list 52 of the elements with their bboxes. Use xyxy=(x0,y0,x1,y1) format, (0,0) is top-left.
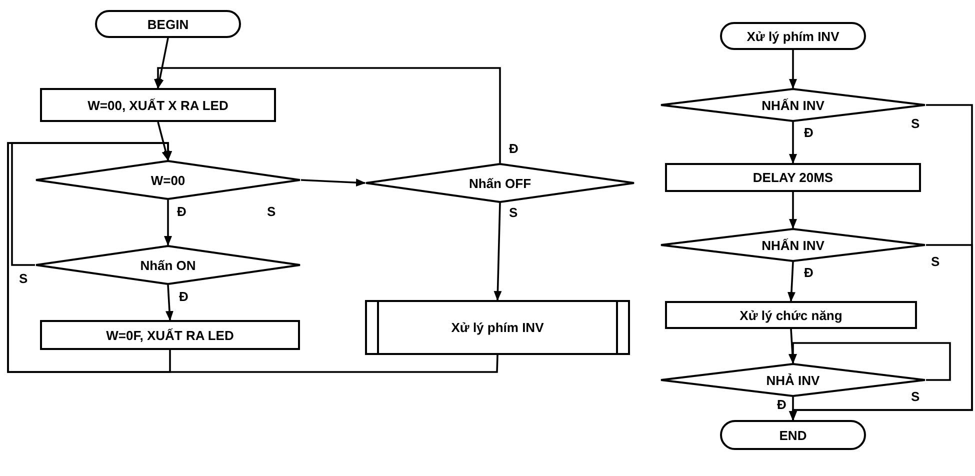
terminal-shape xyxy=(720,22,866,50)
node-label: Xử lý phím INV xyxy=(746,30,840,42)
edge-label: Đ xyxy=(803,126,814,139)
edge-label: S xyxy=(266,205,277,218)
flow-arrow xyxy=(7,142,498,373)
flow-arrow xyxy=(787,262,796,302)
flow-arrow xyxy=(157,122,170,161)
edge-label: Đ xyxy=(508,142,520,155)
node-label: Nhấn OFF xyxy=(468,176,532,190)
subroutine-box xyxy=(365,300,630,355)
node-label: Xử lý chức năng xyxy=(740,308,842,322)
node-label: W=0F, XUẤT RA LED xyxy=(106,328,234,342)
node-label: NHẢ INV xyxy=(766,374,820,386)
edge-label: S xyxy=(18,272,29,285)
edge-label: Đ xyxy=(776,398,788,411)
flow-arrow xyxy=(789,50,797,89)
node-label: BEGIN xyxy=(147,18,189,30)
edge-label: S xyxy=(910,117,921,130)
flow-arrow xyxy=(789,192,797,229)
decision-diamond xyxy=(35,160,301,200)
decision-diamond xyxy=(660,228,926,262)
node-label: W=00 xyxy=(150,174,186,186)
flow-arrow xyxy=(494,202,502,301)
node-label: DELAY 20MS xyxy=(752,171,834,184)
edge-label: Đ xyxy=(178,290,190,303)
node-label: END xyxy=(779,428,807,442)
flow-arrow xyxy=(789,122,797,164)
process-box xyxy=(40,320,300,350)
process-box xyxy=(665,301,917,329)
terminal-shape xyxy=(720,420,866,450)
flow-arrow xyxy=(300,178,366,187)
edge-label: S xyxy=(910,390,921,403)
flow-arrow xyxy=(154,67,501,163)
edge-label: S xyxy=(508,206,519,219)
edge-label: S xyxy=(930,255,941,268)
edge-label: Đ xyxy=(803,266,814,279)
node-label: Xử lý phím INV xyxy=(451,321,544,334)
flow-arrow xyxy=(156,38,169,89)
decision-diamond xyxy=(35,245,301,285)
flow-arrow xyxy=(164,200,172,246)
edge-label: Đ xyxy=(176,205,188,218)
flow-arrow xyxy=(789,342,951,381)
node-label: Nhấn ON xyxy=(140,258,196,272)
flow-arrow xyxy=(789,397,797,421)
decision-diamond xyxy=(365,163,635,203)
flow-arrow xyxy=(166,284,174,321)
node-label: NHẤN INV xyxy=(762,98,824,112)
node-label: NHẤN INV xyxy=(762,238,824,252)
process-box xyxy=(40,88,276,122)
process-box xyxy=(665,163,921,192)
node-label: W=00, XUẤT X RA LED xyxy=(88,98,228,112)
terminal-shape xyxy=(95,10,241,38)
